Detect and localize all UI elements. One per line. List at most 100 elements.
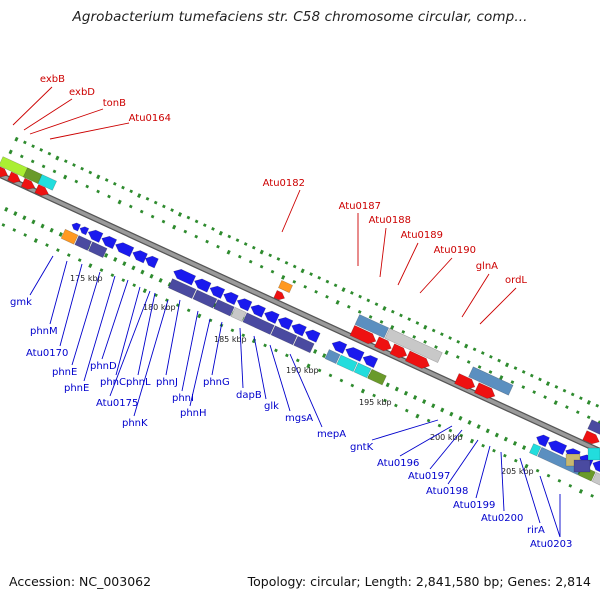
guide-dot: [121, 278, 126, 283]
guide-dot: [317, 368, 322, 373]
reverse-gene: [236, 298, 253, 312]
reverse-gene: [264, 310, 280, 324]
guide-dot: [211, 227, 215, 231]
guide-dot: [360, 388, 366, 394]
guide-dot: [107, 194, 111, 199]
reverse-gene-label: Atu0199: [453, 500, 495, 511]
guide-dot: [325, 279, 330, 284]
forward-gene: [354, 314, 390, 339]
guide-dot: [513, 458, 518, 463]
guide-dot: [575, 410, 580, 415]
guide-dot: [383, 398, 387, 403]
guide-dot: [161, 219, 166, 224]
guide-dot: [415, 321, 420, 325]
guide-dot: [66, 253, 71, 257]
guide-dot: [546, 473, 551, 478]
reverse-gene: [591, 472, 600, 486]
guide-dot: [58, 232, 63, 237]
guide-dot: [145, 196, 150, 201]
reverse-gene-label: Atu0170: [26, 348, 68, 359]
guide-dot: [137, 193, 142, 199]
guide-dot: [476, 424, 481, 430]
guide-dot: [570, 392, 575, 397]
guide-dot: [538, 377, 542, 382]
reverse-gene: [115, 242, 135, 258]
reverse-gene-label-leader: [133, 299, 169, 417]
guide-dot: [23, 233, 28, 237]
forward-gene: [582, 430, 600, 445]
reverse-gene-label-leader: [500, 451, 505, 512]
reverse-gene: [345, 347, 365, 362]
reverse-gene: [74, 235, 92, 251]
guide-dot: [12, 228, 17, 232]
guide-dot: [205, 239, 209, 244]
guide-dot: [172, 224, 177, 230]
guide-dot: [139, 209, 144, 214]
guide-dot: [85, 184, 90, 189]
guide-dot: [292, 264, 297, 269]
reverse-gene: [213, 299, 235, 317]
guide-dot: [170, 208, 174, 212]
reverse-gene-label-leader: [165, 299, 181, 376]
guide-dot: [22, 215, 27, 221]
guide-dot: [595, 403, 600, 408]
guide-dot: [31, 219, 36, 225]
guide-dot: [390, 309, 395, 314]
forward-gene-label-leader: [461, 273, 490, 318]
guide-dot: [469, 438, 475, 444]
guide-dot: [510, 380, 515, 384]
guide-dot: [142, 288, 147, 294]
guide-dot: [333, 283, 338, 288]
guide-dot: [248, 259, 253, 264]
guide-dot: [117, 199, 122, 205]
guide-dot: [568, 483, 573, 488]
forward-gene: [37, 174, 57, 191]
guide-dot: [565, 405, 569, 409]
guide-dot: [481, 443, 485, 448]
guide-dot: [467, 420, 472, 425]
guide-dot: [322, 353, 327, 359]
guide-dot: [158, 277, 163, 283]
map-title: Agrobacterium tumefaciens str. C58 chrom…: [72, 9, 528, 25]
guide-dot: [543, 395, 547, 399]
guide-dot: [77, 258, 82, 262]
guide-dot: [150, 214, 155, 219]
reverse-gene: [173, 268, 197, 286]
guide-dot: [259, 249, 264, 255]
guide-dot: [74, 179, 79, 184]
guide-dot: [63, 159, 68, 164]
guide-dot: [385, 382, 390, 388]
reverse-gene-label-leader: [29, 255, 54, 296]
guide-dot: [30, 159, 35, 164]
reverse-gene-label-leader: [83, 275, 116, 382]
reverse-gene: [87, 229, 104, 243]
guide-dot: [503, 436, 508, 442]
forward-gene-label-leader: [23, 98, 73, 131]
reverse-gene: [209, 285, 226, 299]
guide-dot: [128, 204, 133, 209]
guide-dot: [497, 358, 501, 363]
guide-dot: [88, 263, 93, 269]
guide-dot: [227, 234, 232, 239]
guide-dot: [285, 353, 289, 358]
guide-dot: [270, 269, 275, 274]
guide-dot: [202, 223, 207, 228]
reverse-gene: [277, 317, 294, 331]
reverse-gene: [293, 335, 315, 354]
reverse-gene-label-leader: [539, 475, 561, 538]
guide-dot: [513, 366, 518, 370]
guide-dot: [281, 274, 286, 280]
guide-dot: [394, 403, 398, 408]
guide-dot: [557, 478, 562, 483]
forward-gene: [34, 184, 49, 196]
guide-dot: [346, 304, 351, 309]
reverse-gene-label: phnE: [64, 383, 89, 394]
guide-dot: [292, 279, 297, 284]
guide-dot: [226, 249, 231, 255]
reverse-gene-label: glk: [264, 401, 279, 412]
guide-dot: [216, 244, 220, 249]
guide-dot: [113, 257, 118, 262]
reverse-gene: [529, 443, 542, 457]
reverse-gene: [132, 250, 148, 264]
guide-dot: [455, 355, 460, 359]
